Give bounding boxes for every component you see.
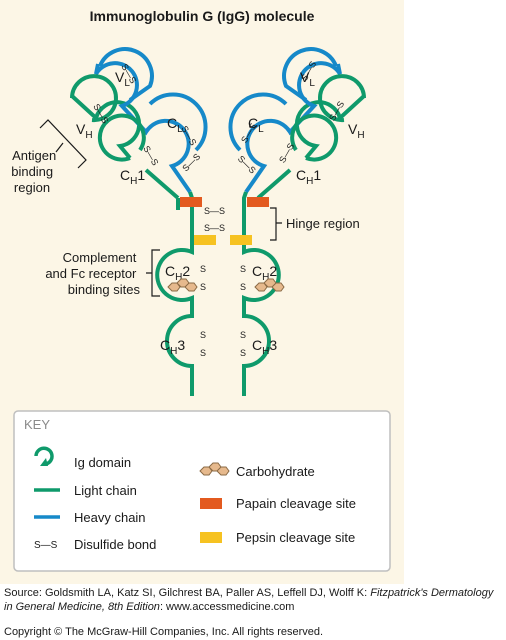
svg-text:S—S: S—S: [179, 124, 198, 147]
papain-cleavage-site-left: [180, 197, 202, 207]
disulfide-bond: S—S: [141, 144, 160, 167]
pepsin-icon: [200, 532, 222, 543]
disulfide-s: S: [200, 348, 206, 358]
label-vh-right: VH: [348, 121, 365, 141]
key-carbohydrate-label: Carbohydrate: [236, 464, 315, 479]
key-heavy-chain-label: Heavy chain: [74, 510, 146, 525]
heavy-chain-lower-left: [155, 191, 194, 396]
svg-text:S—S: S—S: [236, 154, 258, 176]
disulfide-s: S: [200, 282, 206, 292]
ig-domain-icon: [34, 446, 54, 466]
hinge-region-label: Hinge region: [286, 216, 360, 231]
label-ch3-left: CH3: [160, 337, 185, 357]
heavy-chain-right: [244, 61, 342, 194]
key-papain-label: Papain cleavage site: [236, 496, 356, 511]
disulfide-bond: S—S: [277, 141, 296, 164]
heavy-chain-lower-right: [242, 191, 281, 396]
heavy-chain-left: [94, 61, 192, 194]
hinge-disulfide-lower: S—S: [204, 223, 225, 233]
key-light-chain-label: Light chain: [74, 483, 137, 498]
source-prefix: Source: Goldsmith LA, Katz SI, Gilchrest…: [4, 587, 371, 599]
vl-cl-loops: [98, 47, 338, 152]
disulfide-s: S: [240, 282, 246, 292]
label-cl-right: CL: [248, 115, 264, 135]
disulfide-s: S: [240, 264, 246, 274]
igg-diagram: Immunoglobulin G (IgG) molecule VL VL: [11, 8, 391, 572]
antigen-binding-label: Antigen binding region: [11, 148, 60, 195]
carbohydrate-icon: [199, 462, 230, 476]
svg-text:S—S: S—S: [239, 121, 258, 144]
pepsin-cleavage-site-left: [194, 235, 216, 245]
light-chain-right: [256, 94, 366, 200]
disulfide-s: S: [200, 264, 206, 274]
label-ch2-left: CH2: [165, 263, 190, 283]
complement-binding-label: Complement and Fc receptor binding sites: [45, 250, 140, 297]
copyright-notice: Copyright © The McGraw-Hill Companies, I…: [4, 626, 324, 638]
papain-icon: [200, 498, 222, 509]
key-disulfide-label: Disulfide bond: [74, 537, 156, 552]
disulfide-bond: S—S: [179, 124, 198, 147]
label-cl-left: CL: [167, 115, 183, 135]
label-ch1-right: CH1: [296, 167, 321, 187]
key-pepsin-label: Pepsin cleavage site: [236, 530, 355, 545]
source-citation: Source: Goldsmith LA, Katz SI, Gilchrest…: [4, 586, 504, 614]
ig-domain-arrow: [40, 458, 48, 466]
svg-text:S—S: S—S: [141, 144, 160, 167]
diagram-title: Immunoglobulin G (IgG) molecule: [90, 8, 315, 24]
disulfide-bond: S—S: [180, 151, 202, 173]
svg-text:S—S: S—S: [299, 59, 318, 82]
papain-cleavage-site-right: [247, 197, 269, 207]
domain-labels: VL VL CL CL VH VH CH1 CH1 CH2 CH2 CH3 CH…: [76, 69, 365, 357]
source-suffix: : www.accessmedicine.com: [159, 601, 295, 613]
disulfide-s: S: [240, 330, 246, 340]
key-title: KEY: [24, 417, 50, 432]
disulfide-s: S: [240, 348, 246, 358]
svg-text:S—S: S—S: [180, 151, 202, 173]
source-book-title: Fitzpatrick's Dermatology in General Med…: [4, 587, 494, 613]
annotation-brackets: [39, 119, 282, 297]
disulfide-bond: S—S: [299, 59, 318, 82]
key-box: [13, 410, 391, 572]
label-vl-right: VL: [300, 69, 315, 89]
svg-text:S—S: S—S: [277, 141, 296, 164]
key-ig-domain-label: Ig domain: [74, 455, 131, 470]
label-vh-left: VH: [76, 121, 93, 141]
carbohydrate-right: [254, 278, 285, 292]
disulfide-bond: S—S: [236, 154, 258, 176]
carbohydrate-left: [167, 278, 198, 292]
label-ch3-right: CH3: [252, 337, 277, 357]
disulfide-bond: S—S: [239, 121, 258, 144]
disulfide-s: S: [200, 330, 206, 340]
label-ch2-right: CH2: [252, 263, 277, 283]
label-ch1-left: CH1: [120, 167, 145, 187]
light-chain-left: [70, 94, 180, 200]
vh-ch1-loops: [70, 74, 366, 162]
label-vl-left: VL: [115, 69, 130, 89]
hinge-disulfide-upper: S—S: [204, 206, 225, 216]
disulfide-icon: S—S: [34, 540, 58, 551]
pepsin-cleavage-site-right: [230, 235, 252, 245]
